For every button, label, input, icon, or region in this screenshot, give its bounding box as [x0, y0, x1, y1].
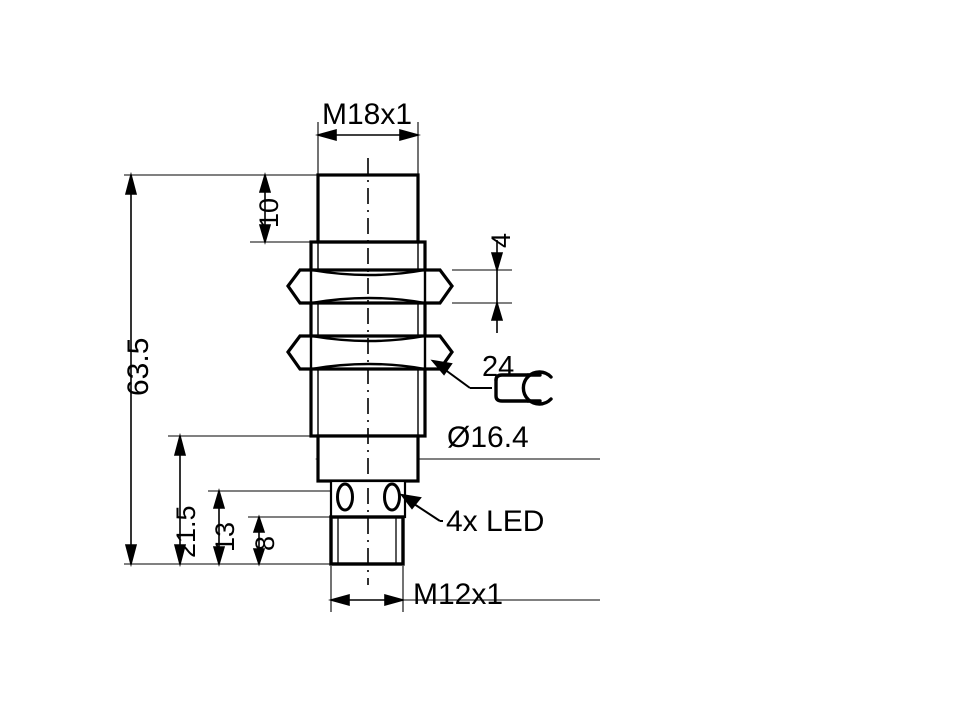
hex-nut-lower — [286, 334, 454, 371]
label-body-diameter: Ø16.4 — [447, 421, 529, 454]
sensor-body — [286, 173, 454, 566]
led-indicator — [336, 482, 401, 512]
label-nut-thickness: 4 — [486, 232, 516, 248]
label-cap-length: 10 — [254, 197, 284, 228]
label-connector-length: 8 — [250, 535, 280, 551]
label-thread-top: M18x1 — [322, 98, 413, 131]
label-led-callout: 4x LED — [446, 505, 545, 538]
m12-connector — [329, 515, 405, 566]
label-overall-length: 63.5 — [122, 337, 155, 396]
wrench-icon — [494, 370, 553, 406]
label-led-zone: 13 — [210, 521, 240, 552]
label-connector-zone: 21.5 — [171, 505, 201, 558]
label-wrench-size: 24 — [482, 351, 515, 383]
wrench-leader — [430, 359, 492, 389]
label-thread-bottom: M12x1 — [413, 578, 504, 611]
led-leader — [399, 493, 443, 522]
extension-lines — [124, 122, 600, 612]
hex-nut-upper — [286, 268, 454, 305]
